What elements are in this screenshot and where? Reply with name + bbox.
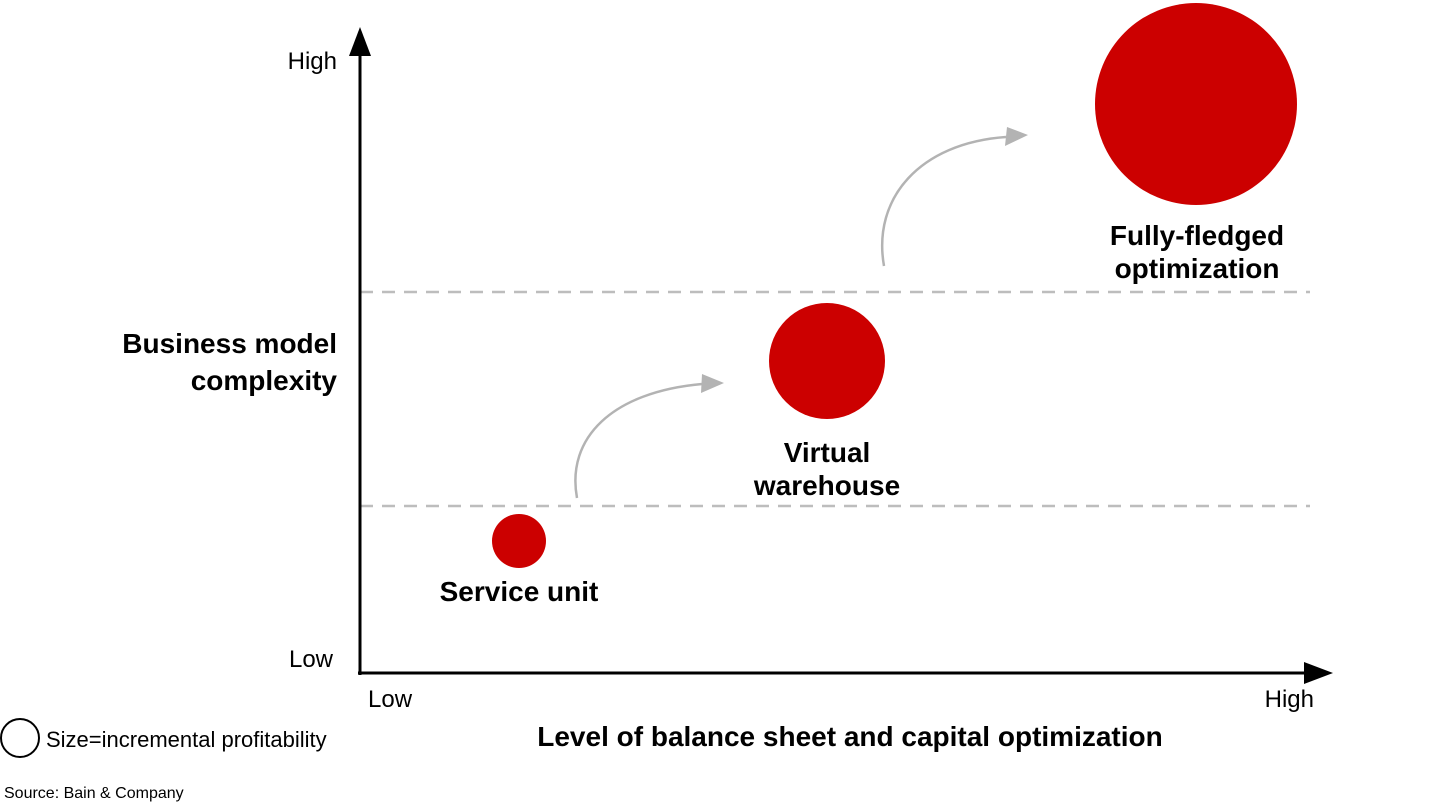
- transition-arrow-2-head-icon: [1005, 127, 1028, 146]
- bubble-group: [492, 3, 1297, 568]
- transition-arrow-1-head-icon: [701, 374, 724, 393]
- y-axis-tick-low: Low: [288, 646, 333, 673]
- y-axis-arrowhead-icon: [349, 27, 371, 56]
- legend-size-circle-icon: [0, 718, 40, 758]
- source-attribution: Source: Bain & Company: [4, 785, 184, 802]
- size-legend-label: Size=incremental profitability: [46, 727, 327, 752]
- bubble-fully-fledged-optimization: [1095, 3, 1297, 205]
- bubble-label-virtual-warehouse: Virtual warehouse: [753, 437, 901, 501]
- x-axis-tick-high: High: [1264, 686, 1314, 713]
- bubble-service-unit: [492, 514, 546, 568]
- transition-arrow-1-icon: [574, 382, 703, 499]
- bubble-virtual-warehouse: [769, 303, 885, 419]
- y-axis-title: Business model complexity: [122, 328, 337, 396]
- transition-arrow-2-icon: [881, 135, 1007, 267]
- bubble-label-fully-fledged-optimization: Fully-fledged optimization: [1109, 220, 1285, 284]
- y-axis-tick-high: High: [287, 48, 337, 75]
- x-axis-title: Level of balance sheet and capital optim…: [537, 721, 1163, 752]
- x-axis-arrowhead-icon: [1304, 662, 1333, 684]
- x-axis-tick-low: Low: [368, 686, 413, 713]
- bubble-label-service-unit: Service unit: [439, 576, 599, 607]
